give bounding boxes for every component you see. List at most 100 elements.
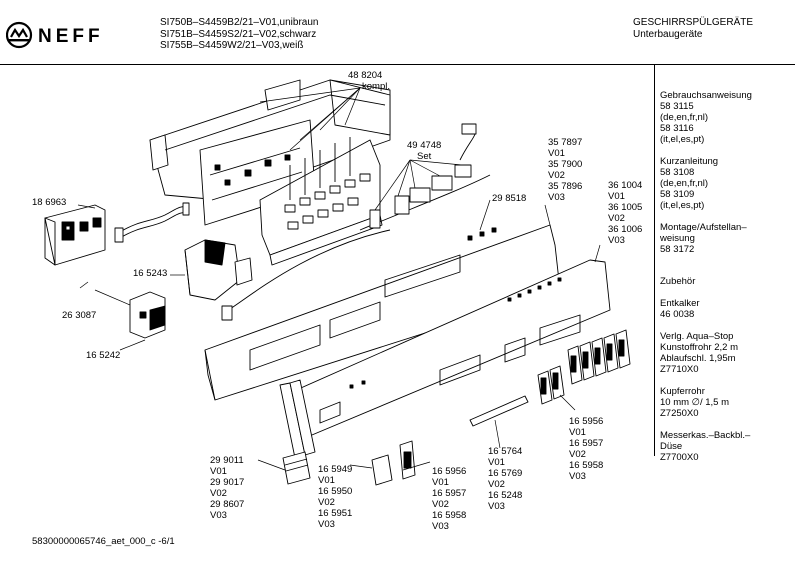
part-label-298518: 29 8518 [492, 193, 527, 204]
part-note: Set [417, 151, 432, 162]
aquastop-block: Verlg. Aqua–Stop Kunstoffrohr 2,2 m Abla… [660, 331, 738, 375]
model-list: SI750B–S4459B2/21–V01,unibraun SI751B–S4… [160, 17, 318, 52]
part-label-165243: 16 5243 [133, 268, 168, 279]
part-label-165956-b: 16 5956 V01 16 5957 V02 16 5958 V03 [569, 416, 603, 482]
aquastop-number: Z7710X0 [660, 364, 699, 375]
part-variant: V02 [569, 449, 586, 460]
part-variant: V02 [432, 499, 449, 510]
part-label-186963: 18 6963 [32, 197, 67, 208]
nozzle-block: Messerkas.–Backbl.– Düse Z7700X0 [660, 430, 750, 463]
part-label-165956-a: 16 5956 V01 16 5957 V02 16 5958 V03 [432, 466, 466, 532]
part-variant: V03 [318, 519, 335, 530]
part-number: 36 1005 [608, 202, 643, 213]
nozzle-title: Messerkas.–Backbl.– [660, 430, 751, 441]
copperpipe-block: Kupferrohr 10 mm ∅/ 1,5 m Z7250X0 [660, 386, 729, 419]
part-number: 16 5951 [318, 508, 353, 519]
switch-housing-part [259, 137, 383, 266]
part-variant: V02 [548, 170, 565, 181]
part-number: 16 5957 [569, 438, 604, 449]
descaler-title: Entkalker [660, 298, 700, 309]
manual-languages: (de,en,fr,nl) [660, 112, 709, 123]
front-panel-part [279, 379, 316, 459]
part-number: 16 5956 [432, 466, 467, 477]
descaler-number: 46 0038 [660, 309, 695, 320]
part-label-361004: 36 1004 V01 36 1005 V02 36 1006 V03 [608, 180, 642, 246]
exploded-drawing [44, 79, 631, 486]
part-number: 29 8607 [210, 499, 245, 510]
connector-housing-part [184, 239, 253, 301]
part-variant: V01 [432, 477, 449, 488]
manual-title: Gebrauchsanweisung [660, 90, 752, 101]
part-variant: V02 [210, 488, 227, 499]
installation-block: Montage/Aufstellan– weisung 58 3172 [660, 222, 747, 255]
copperpipe-number: Z7250X0 [660, 408, 699, 419]
knob-part [537, 365, 565, 405]
neff-logo: NEFF [5, 20, 118, 55]
part-label-357897: 35 7897 V01 35 7900 V02 35 7896 V03 [548, 137, 582, 203]
model-line: SI751B–S4459S2/21–V02,schwarz [160, 28, 317, 40]
aquastop-title: Verlg. Aqua–Stop [660, 331, 734, 342]
part-number: 16 5949 [318, 464, 353, 475]
part-number: 29 9011 [210, 455, 244, 466]
cable-set-part [359, 123, 491, 231]
copperpipe-detail: 10 mm ∅/ 1,5 m [660, 397, 729, 408]
part-label-263087: 26 3087 [62, 310, 97, 321]
accessories-title: Zubehör [660, 276, 696, 287]
light-strip-part [469, 395, 529, 427]
part-variant: V03 [488, 501, 505, 512]
part-variant: V01 [569, 427, 586, 438]
accessories-heading: Zubehör [660, 276, 695, 287]
display-module-part [44, 204, 106, 266]
manual-block: Gebrauchsanweisung 58 3115 (de,en,fr,nl)… [660, 90, 752, 145]
quickguide-title: Kurzanleitung [660, 156, 719, 167]
part-variant: V01 [608, 191, 625, 202]
part-variant: V01 [488, 457, 505, 468]
part-label-488204: 48 8204 kompl. [348, 70, 390, 92]
part-number: 48 8204 [348, 70, 383, 81]
model-line: SI750B–S4459B2/21–V01,unibraun [160, 17, 319, 28]
ribbon-cable-part [114, 202, 190, 243]
part-variant: V01 [210, 466, 227, 477]
part-variant: V02 [488, 479, 505, 490]
part-number: 16 5958 [432, 510, 467, 521]
quickguide-block: Kurzanleitung 58 3108 (de,en,fr,nl) 58 3… [660, 156, 718, 211]
part-label-494748: 49 4748 Set [407, 140, 441, 162]
installation-title-cont: weisung [660, 233, 695, 244]
wire-part [221, 229, 391, 321]
part-number: 49 4748 [407, 140, 442, 151]
manual-number: 58 3116 [660, 123, 694, 134]
part-number: 36 1006 [608, 224, 643, 235]
part-variant: V03 [210, 510, 227, 521]
part-number: 36 1004 [608, 180, 643, 191]
part-number: 16 5957 [432, 488, 467, 499]
copperpipe-title: Kupferrohr [660, 386, 705, 397]
part-label-165242: 16 5242 [86, 350, 121, 361]
part-label-165764: 16 5764 V01 16 5769 V02 16 5248 V03 [488, 446, 522, 512]
button-part [371, 440, 416, 486]
part-label-299011: 29 9011 V01 29 9017 V02 29 8607 V03 [210, 455, 244, 521]
part-number: 16 5958 [569, 460, 604, 471]
category-title: GESCHIRRSPÜLGERÄTE [633, 17, 754, 28]
aquastop-detail: Ablaufschl. 1,95m [660, 353, 736, 364]
selector-key-part [567, 329, 631, 385]
part-number: 35 7900 [548, 159, 583, 170]
installation-number: 58 3172 [660, 244, 695, 255]
part-variant: V03 [569, 471, 586, 482]
part-note: kompl. [362, 81, 390, 92]
part-number: 16 5769 [488, 468, 523, 479]
part-number: 35 7896 [548, 181, 583, 192]
part-number: 35 7897 [548, 137, 583, 148]
base-block-part [282, 451, 311, 485]
header-divider [0, 64, 795, 65]
installation-title: Montage/Aufstellan– [660, 222, 747, 233]
part-number: 16 5956 [569, 416, 604, 427]
manual-number: 58 3115 [660, 101, 694, 112]
quickguide-languages: (it,el,es,pt) [660, 200, 705, 211]
manual-languages: (it,el,es,pt) [660, 134, 705, 145]
part-label-165949: 16 5949 V01 16 5950 V02 16 5951 V03 [318, 464, 352, 530]
part-variant: V01 [318, 475, 335, 486]
part-number: 16 5950 [318, 486, 353, 497]
sidebar-divider [654, 64, 795, 456]
part-variant: V02 [608, 213, 625, 224]
part-variant: V01 [548, 148, 565, 159]
